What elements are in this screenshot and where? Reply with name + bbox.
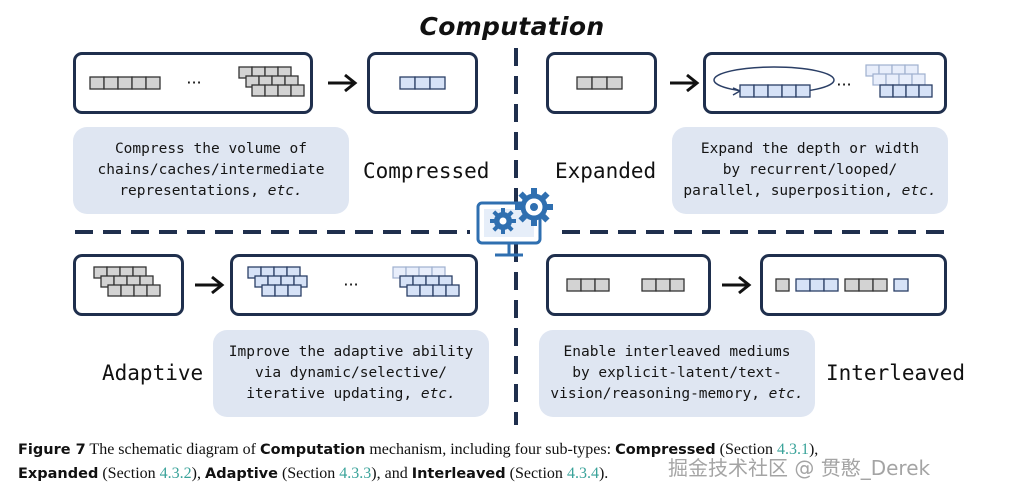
compressed-output-panel (367, 52, 478, 114)
compressed-input-panel: ··· (73, 52, 313, 114)
diagram-title: Computation (419, 12, 605, 41)
compressed-output-tokens (399, 76, 446, 90)
gray-token-row (89, 76, 161, 90)
gear-monitor-icon (476, 188, 553, 257)
gray-token-stack (238, 66, 305, 97)
right-arrow-icon (195, 275, 225, 295)
ellipsis: ··· (343, 275, 358, 294)
adaptive-input-panel (73, 254, 184, 316)
interleaved-output-panel (760, 254, 947, 316)
expanded-label: Expanded (555, 159, 657, 183)
section-link[interactable]: 4.3.4 (566, 465, 599, 482)
right-arrow-icon (328, 73, 358, 93)
compressed-input-tokens: ··· (89, 66, 305, 97)
section-link[interactable]: 4.3.3 (339, 465, 372, 482)
interleaved-label: Interleaved (826, 361, 966, 385)
faded-token-stack (865, 64, 926, 86)
expanded-description: Expand the depth or width by recurrent/l… (672, 127, 948, 214)
compressed-description: Compress the volume of chains/caches/int… (73, 127, 349, 214)
compressed-label: Compressed (363, 159, 490, 183)
expanded-input-tokens (576, 76, 623, 90)
watermark: 掘金技术社区 @ 贯憨_Derek (668, 456, 931, 480)
adaptive-input-tokens (93, 266, 161, 297)
adaptive-output-panel: ··· (230, 254, 478, 316)
ellipsis: ··· (836, 75, 851, 94)
figure-number: Figure 7 (18, 442, 86, 458)
large-gear (515, 188, 553, 226)
right-arrow-icon (670, 73, 700, 93)
figure-caption: Figure 7 The schematic diagram of Comput… (18, 441, 819, 482)
adaptive-label: Adaptive (102, 361, 204, 385)
small-gear (490, 208, 516, 234)
ellipsis: ··· (186, 73, 201, 92)
quadrant-dividers (75, 48, 950, 425)
interleaved-input-panel (546, 254, 711, 316)
section-link[interactable]: 4.3.2 (159, 465, 192, 482)
expanded-input-panel (546, 52, 657, 114)
adaptive-description: Improve the adaptive ability via dynamic… (213, 330, 489, 417)
expanded-output-tokens: ··· (713, 64, 933, 98)
adaptive-output-tokens: ··· (247, 266, 460, 297)
interleaved-input-tokens (566, 278, 685, 292)
expanded-output-panel: ··· (703, 52, 947, 114)
interleaved-output-tokens (775, 278, 909, 292)
interleaved-description: Enable interleaved mediums by explicit-l… (539, 330, 815, 417)
right-arrow-icon (722, 275, 752, 295)
section-link[interactable]: 4.3.1 (776, 441, 809, 458)
